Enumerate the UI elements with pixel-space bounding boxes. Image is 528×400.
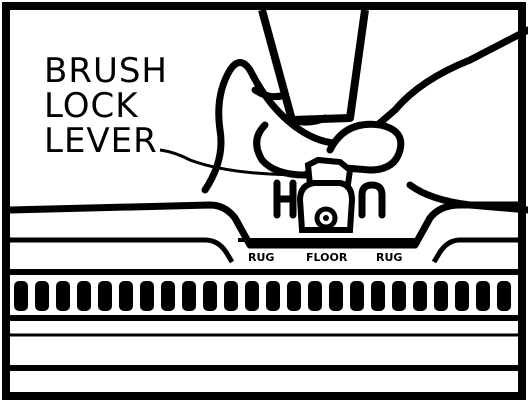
bristle-tuft bbox=[182, 281, 196, 311]
callout-line-3: LEVER bbox=[44, 121, 158, 161]
bristle-tuft bbox=[119, 281, 133, 311]
bristle-tuft bbox=[350, 281, 364, 311]
bristle-tuft bbox=[434, 281, 448, 311]
bristle-tuft bbox=[245, 281, 259, 311]
lever-slot-marks bbox=[273, 179, 386, 219]
label-floor: FLOOR bbox=[306, 251, 348, 264]
bristle-tuft bbox=[329, 281, 343, 311]
bristle-tuft bbox=[203, 281, 217, 311]
brush-head-lower-edge-right bbox=[431, 237, 520, 264]
bristle-tuft bbox=[308, 281, 322, 311]
brush-bristles bbox=[14, 281, 511, 311]
label-rug-right: RUG bbox=[376, 251, 402, 264]
brush-head-lower-edge bbox=[10, 237, 235, 264]
bristle-tuft bbox=[140, 281, 154, 311]
bristle-tuft bbox=[98, 281, 112, 311]
label-rug-left: RUG bbox=[248, 251, 274, 264]
bristle-tuft bbox=[287, 281, 301, 311]
bristle-tuft bbox=[371, 281, 385, 311]
bristle-tuft bbox=[161, 281, 175, 311]
lever-mechanism bbox=[296, 156, 356, 233]
brush-head-housing bbox=[9, 201, 520, 249]
bristle-tuft bbox=[14, 281, 28, 311]
bristle-tuft bbox=[455, 281, 469, 311]
callout-line-1: BRUSH bbox=[44, 51, 168, 91]
bristle-tuft bbox=[35, 281, 49, 311]
bristle-tuft bbox=[476, 281, 490, 311]
bristle-tuft bbox=[413, 281, 427, 311]
bristle-tuft bbox=[224, 281, 238, 311]
bristle-tuft bbox=[266, 281, 280, 311]
callout-line-2: LOCK bbox=[44, 86, 139, 126]
bristle-tuft bbox=[77, 281, 91, 311]
bristle-tuft bbox=[497, 281, 511, 311]
bristle-tuft bbox=[392, 281, 406, 311]
callout-leader-line bbox=[159, 148, 306, 177]
bristle-tuft bbox=[56, 281, 70, 311]
